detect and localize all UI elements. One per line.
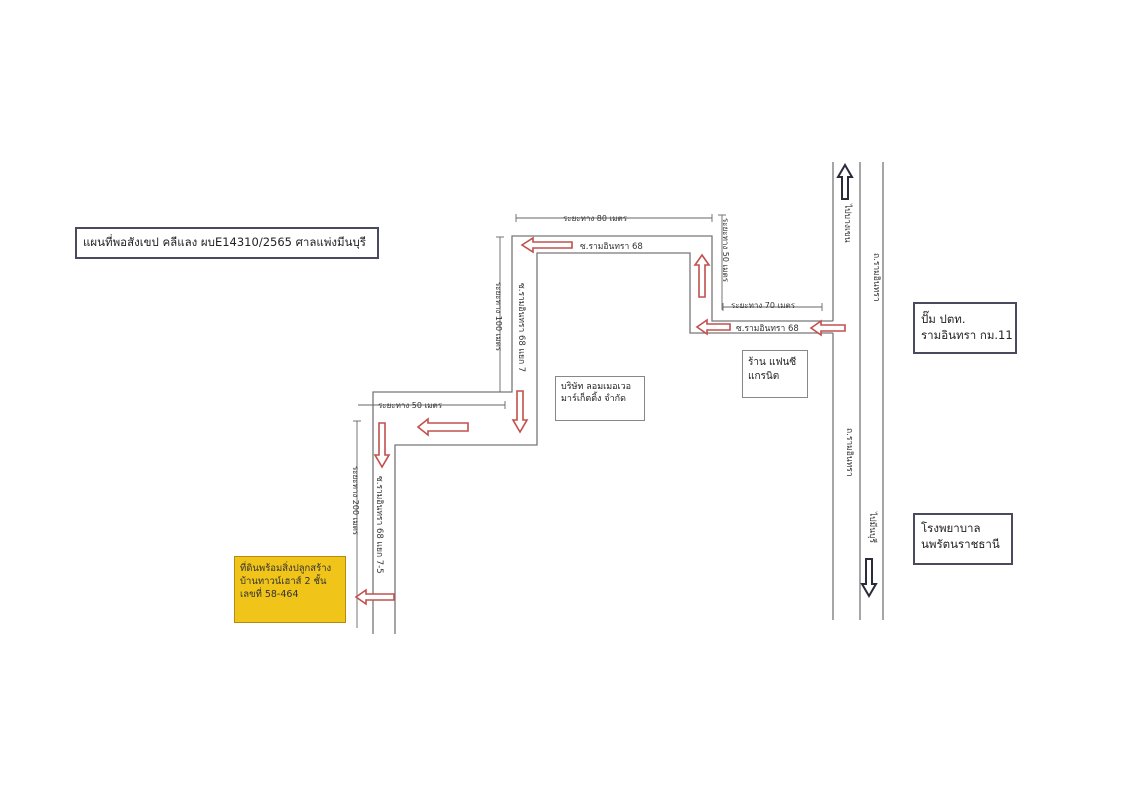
main-road-lower-label: ถ.รามอินทรา [844, 428, 854, 477]
soi-branch-7-label: ซ.รามอินทรา 68 แยก 7 [516, 283, 526, 372]
hospital-landmark: โรงพยาบาล นพรัตนราชธานี [913, 513, 1013, 565]
company-name-line-1: บริษัท ลอมเมอเวอ [561, 382, 632, 392]
soi-main-upper-label: ซ.รามอินทรา 68 [580, 242, 643, 252]
route-arrow-down-1 [511, 390, 529, 434]
destination-line-3: เลขที่ 58-464 [240, 588, 299, 600]
distance-80-label: ระยะทาง 80 เมตร [563, 214, 628, 223]
hospital-line-1: โรงพยาบาล [921, 521, 981, 535]
shop-name-line-1: ร้าน แฟนซี [748, 357, 797, 368]
gas-station-line-1: ปั๊ม ปตท. [921, 312, 966, 326]
route-arrow-down-2 [373, 422, 391, 469]
soi-branch-7-5-label: ซ.รามอินทรา 68 แยก 7-5 [374, 476, 384, 574]
distance-50v-label: ระยะทาง 50 เมตร [721, 218, 730, 283]
map-title-text: แผนที่พอสังเขป คลีแลง ผบE14310/2565 ศาลแ… [83, 235, 366, 249]
company-name-line-2: มาร์เก็ตติ้ง จำกัด [561, 394, 626, 405]
route-arrow-left-1 [809, 319, 846, 337]
route-arrow-left-4 [416, 417, 469, 437]
to-minburi-label: ไปมีนบุรี [867, 511, 878, 543]
main-road-upper-label: ถ.รามอินทรา [871, 253, 881, 302]
distance-100-label: ระยะทาง 100 เมตร [494, 282, 503, 352]
route-arrow-left-3 [520, 236, 573, 254]
hospital-line-2: นพรัตนราชธานี [921, 536, 1000, 551]
route-arrow-left-2 [695, 318, 731, 336]
main-road [832, 162, 884, 620]
shop-landmark: ร้าน แฟนซี แกรนิต [742, 350, 808, 398]
map-title: แผนที่พอสังเขป คลีแลง ผบE14310/2565 ศาลแ… [75, 227, 379, 259]
gas-station-line-2: รามอินทรา กม.11 [921, 327, 1013, 342]
distance-lines [353, 214, 823, 628]
destination-line-2: บ้านทาวน์เฮาส์ 2 ชั้น [240, 575, 327, 587]
distance-50h-label: ระยะทาง 50 เมตร [378, 401, 443, 410]
direction-arrow-up [836, 163, 854, 200]
destination-line-1: ที่ดินพร้อมสิ่งปลูกสร้าง [240, 563, 332, 574]
soi-main-lower-label: ซ.รามอินทรา 68 [736, 324, 799, 334]
to-bangkhen-label: ไปบางเขน [842, 203, 853, 243]
shop-name-line-2: แกรนิต [748, 370, 780, 382]
destination-property: ที่ดินพร้อมสิ่งปลูกสร้าง บ้านทาวน์เฮาส์ … [234, 556, 346, 623]
direction-arrow-down [860, 558, 878, 598]
route-arrow-left-5 [354, 588, 395, 606]
distance-200-label: ระยะทาง 200 เมตร [351, 466, 360, 536]
distance-70-label: ระยะทาง 70 เมตร [731, 301, 796, 310]
route-arrows [354, 236, 846, 606]
soi-roads [372, 235, 833, 634]
gas-station-landmark: ปั๊ม ปตท. รามอินทรา กม.11 [913, 302, 1017, 354]
company-landmark: บริษัท ลอมเมอเวอ มาร์เก็ตติ้ง จำกัด [555, 376, 645, 421]
route-arrow-up [693, 253, 711, 298]
